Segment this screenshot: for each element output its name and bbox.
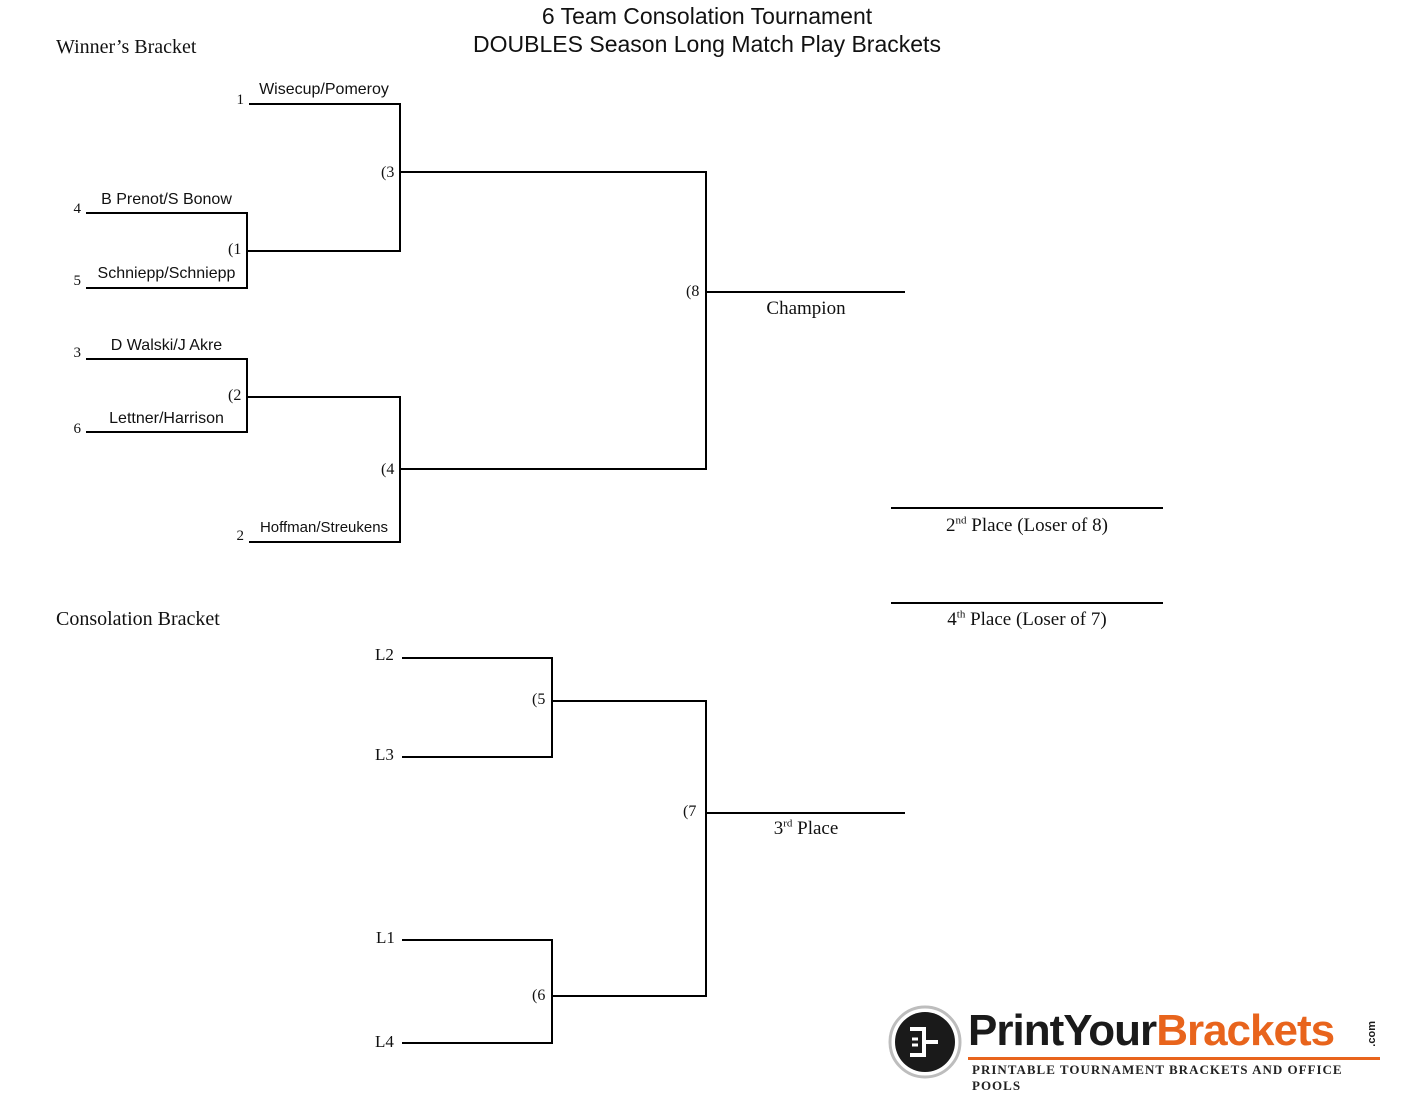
game-1-label: (1 [228, 241, 242, 258]
game-7-label: (7 [683, 803, 697, 820]
third-place-text: Place [797, 818, 839, 839]
logo-part2: Brackets [1156, 1006, 1335, 1055]
seed-2: 2 [236, 528, 245, 544]
team-slot-4: B Prenot/S Bonow [101, 191, 232, 208]
fourth-place-suffix: th [956, 608, 966, 621]
bracket-emblem-icon [888, 1005, 962, 1079]
loser-l4: L4 [375, 1032, 394, 1051]
logo-tagline: PRINTABLE TOURNAMENT BRACKETS AND OFFICE… [972, 1062, 1343, 1093]
team-slot-6: Lettner/Harrison [109, 410, 224, 427]
printyourbrackets-logo: PrintYourBrackets .com PRINTABLE TOURNAM… [888, 1003, 1388, 1093]
logo-part1: PrintYour [968, 1006, 1157, 1055]
logo-dotcom: .com [1366, 1021, 1378, 1047]
game-4-label: (4 [381, 461, 395, 478]
fourth-place-label: 4th Place (Loser of 7) [891, 609, 1163, 631]
team-slot-1: Wisecup/Pomeroy [259, 81, 389, 98]
third-place-num: 3 [773, 818, 784, 839]
seed-6: 6 [73, 421, 82, 437]
game-8-label: (8 [686, 283, 700, 300]
team-slot-2: Hoffman/Streukens [259, 519, 389, 536]
champion-label: Champion [766, 298, 846, 319]
winners-bracket-label: Winner’s Bracket [56, 36, 197, 58]
second-place-num: 2 [946, 515, 956, 536]
team-slot-5: Schniepp/Schniepp [97, 265, 236, 282]
seed-5: 5 [73, 273, 82, 289]
seed-4: 4 [73, 201, 82, 217]
logo-underline [968, 1057, 1380, 1060]
seed-1: 1 [236, 92, 245, 108]
loser-l2: L2 [375, 645, 394, 664]
seed-3: 3 [73, 345, 82, 361]
game-5-label: (5 [532, 691, 546, 708]
third-place-label: 3rd Place [707, 818, 905, 840]
loser-l1: L1 [376, 928, 395, 947]
fourth-place-num: 4 [947, 609, 957, 630]
game-2-label: (2 [228, 387, 242, 404]
third-place-suffix: rd [783, 817, 793, 830]
consolation-bracket-label: Consolation Bracket [56, 608, 220, 630]
team-slot-3: D Walski/J Akre [110, 337, 223, 354]
fourth-place-text: Place (Loser of 7) [970, 609, 1107, 630]
second-place-label: 2nd Place (Loser of 8) [891, 515, 1163, 537]
second-place-text: Place (Loser of 8) [971, 515, 1108, 536]
game-3-label: (3 [381, 164, 395, 181]
game-6-label: (6 [532, 987, 546, 1004]
second-place-suffix: nd [955, 514, 967, 527]
page-title-line1: 6 Team Consolation Tournament [541, 3, 873, 29]
page-title-line2: DOUBLES Season Long Match Play Brackets [473, 31, 941, 57]
loser-l3: L3 [375, 745, 394, 764]
logo-wordmark: PrintYourBrackets [968, 1006, 1335, 1055]
